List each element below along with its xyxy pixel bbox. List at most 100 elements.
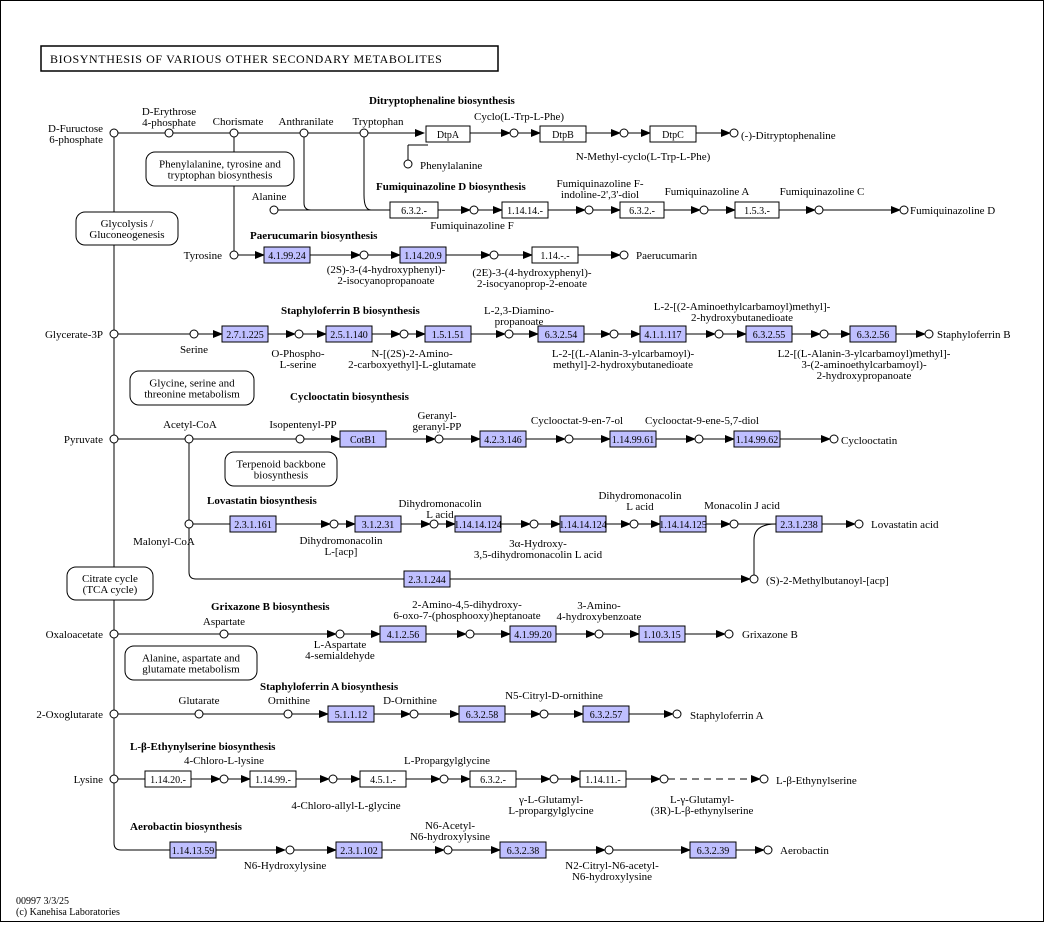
compound-node[interactable] — [109, 774, 119, 784]
compound-node[interactable] — [539, 709, 549, 719]
compound-node[interactable] — [924, 329, 934, 339]
enzyme-box[interactable]: DtpA — [425, 125, 471, 143]
compound-node[interactable] — [899, 205, 909, 215]
compound-node[interactable] — [329, 519, 339, 529]
compound-node[interactable] — [194, 709, 204, 719]
compound-node[interactable] — [819, 329, 829, 339]
enzyme-box[interactable]: 6.3.2.38 — [499, 841, 547, 859]
enzyme-box[interactable]: 4.1.2.56 — [379, 625, 427, 643]
enzyme-box[interactable]: 1.14.99.61 — [609, 430, 657, 448]
compound-node[interactable] — [229, 250, 239, 260]
compound-node[interactable] — [729, 519, 739, 529]
compound-node[interactable] — [189, 329, 199, 339]
enzyme-box[interactable]: DtpC — [649, 125, 697, 143]
compound-node[interactable] — [604, 845, 614, 855]
compound-node[interactable] — [328, 774, 338, 784]
compound-node[interactable] — [699, 205, 709, 215]
compound-node[interactable] — [619, 128, 629, 138]
compound-node[interactable] — [443, 845, 453, 855]
enzyme-box[interactable]: 1.14.20.- — [144, 770, 192, 788]
compound-node[interactable] — [109, 629, 119, 639]
enzyme-box[interactable]: 1.14.14.- — [501, 201, 549, 219]
compound-node[interactable] — [439, 774, 449, 784]
compound-node[interactable] — [814, 205, 824, 215]
enzyme-box[interactable]: 6.3.2.39 — [689, 841, 737, 859]
enzyme-box[interactable]: 1.14.11.- — [579, 770, 627, 788]
compound-node[interactable] — [629, 519, 639, 529]
enzyme-box[interactable]: 2.3.1.161 — [229, 515, 277, 533]
enzyme-box[interactable]: 6.3.2.57 — [582, 705, 630, 723]
compound-node[interactable] — [529, 519, 539, 529]
compound-node[interactable] — [729, 128, 739, 138]
enzyme-box[interactable]: CotB1 — [339, 430, 387, 448]
compound-node[interactable] — [619, 250, 629, 260]
compound-node[interactable] — [854, 519, 864, 529]
compound-node[interactable] — [469, 205, 479, 215]
enzyme-box[interactable]: 6.3.2.54 — [537, 325, 585, 343]
enzyme-box[interactable]: 2.7.1.225 — [221, 325, 269, 343]
compound-node[interactable] — [184, 519, 194, 529]
enzyme-box[interactable]: 1.14.99.- — [249, 770, 297, 788]
enzyme-box[interactable]: 2.3.1.244 — [403, 570, 451, 588]
enzyme-box[interactable]: 1.5.1.51 — [424, 325, 472, 343]
map-link-box[interactable]: Citrate cycle(TCA cycle) — [66, 566, 154, 601]
compound-node[interactable] — [219, 629, 229, 639]
enzyme-box[interactable]: 1.14.14.124 — [559, 515, 607, 533]
enzyme-box[interactable]: 1.14.99.62 — [733, 430, 781, 448]
compound-node[interactable] — [335, 629, 345, 639]
enzyme-box[interactable]: 3.1.2.31 — [354, 515, 402, 533]
enzyme-box[interactable]: 1.10.3.15 — [638, 625, 686, 643]
compound-node[interactable] — [829, 434, 839, 444]
compound-node[interactable] — [549, 774, 559, 784]
compound-node[interactable] — [184, 434, 194, 444]
compound-node[interactable] — [399, 329, 409, 339]
compound-node[interactable] — [219, 774, 229, 784]
enzyme-box[interactable]: 6.3.2.56 — [849, 325, 897, 343]
compound-node[interactable] — [694, 434, 704, 444]
compound-node[interactable] — [672, 709, 682, 719]
compound-node[interactable] — [299, 128, 309, 138]
map-link-box[interactable]: Glycolysis /Gluconeogenesis — [75, 211, 179, 246]
compound-node[interactable] — [659, 774, 669, 784]
enzyme-box[interactable]: 4.1.1.117 — [639, 325, 687, 343]
compound-node[interactable] — [759, 774, 769, 784]
enzyme-box[interactable]: 6.3.2.- — [469, 770, 517, 788]
enzyme-box[interactable]: 6.3.2.- — [619, 201, 665, 219]
compound-node[interactable] — [164, 128, 174, 138]
compound-node[interactable] — [109, 329, 119, 339]
compound-node[interactable] — [285, 845, 295, 855]
compound-node[interactable] — [564, 434, 574, 444]
compound-node[interactable] — [269, 205, 279, 215]
enzyme-box[interactable]: 6.3.2.55 — [745, 325, 793, 343]
enzyme-box[interactable]: DtpB — [539, 125, 587, 143]
enzyme-box[interactable]: 1.14.14.125 — [659, 515, 707, 533]
enzyme-box[interactable]: 6.3.2.- — [389, 201, 439, 219]
enzyme-box[interactable]: 2.3.1.238 — [775, 515, 823, 533]
compound-node[interactable] — [229, 128, 239, 138]
enzyme-box[interactable]: 4.5.1.- — [359, 770, 407, 788]
compound-node[interactable] — [594, 629, 604, 639]
compound-node[interactable] — [504, 329, 514, 339]
enzyme-box[interactable]: 1.5.3.- — [734, 201, 780, 219]
compound-node[interactable] — [749, 574, 759, 584]
compound-node[interactable] — [609, 329, 619, 339]
compound-node[interactable] — [465, 629, 475, 639]
compound-node[interactable] — [109, 128, 119, 138]
enzyme-box[interactable]: 5.1.1.12 — [327, 705, 375, 723]
enzyme-box[interactable]: 1.14.13.59 — [169, 841, 217, 859]
enzyme-box[interactable]: 4.1.99.24 — [263, 246, 311, 264]
compound-node[interactable] — [294, 329, 304, 339]
enzyme-box[interactable]: 6.3.2.58 — [458, 705, 506, 723]
compound-node[interactable] — [429, 519, 439, 529]
enzyme-box[interactable]: 1.14.20.9 — [399, 246, 447, 264]
compound-node[interactable] — [409, 709, 419, 719]
compound-node[interactable] — [724, 629, 734, 639]
enzyme-box[interactable]: 2.5.1.140 — [325, 325, 373, 343]
compound-node[interactable] — [509, 128, 519, 138]
compound-node[interactable] — [763, 845, 773, 855]
compound-node[interactable] — [489, 250, 499, 260]
